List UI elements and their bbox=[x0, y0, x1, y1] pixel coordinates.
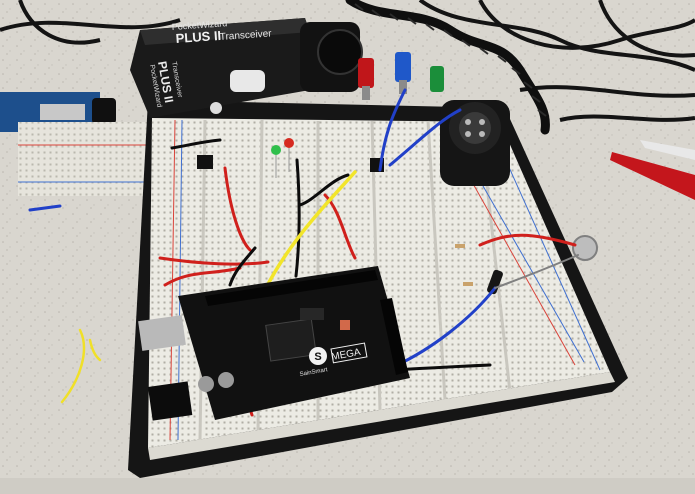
sainsmart-mega-board: S MEGA SainSmart bbox=[138, 266, 410, 421]
loose-wire-pieces bbox=[60, 328, 102, 404]
board-logo bbox=[309, 347, 327, 365]
components bbox=[197, 138, 598, 295]
banana-plugs bbox=[358, 52, 444, 100]
transceiver-brand: PocketWizard bbox=[171, 18, 227, 32]
transceiver-label: Transceiver bbox=[219, 28, 272, 43]
board-logo-letter: S bbox=[314, 351, 321, 363]
board-brand: SainSmart bbox=[299, 367, 328, 378]
coiled-cable bbox=[345, 0, 550, 135]
circular-connector bbox=[440, 100, 510, 186]
transceiver-model: PLUS II bbox=[175, 28, 221, 46]
wire-stripper bbox=[610, 140, 695, 200]
pocketwizard-transceiver: PocketWizard PLUS II Transceiver PocketW… bbox=[130, 18, 363, 118]
background-cables bbox=[0, 0, 695, 122]
